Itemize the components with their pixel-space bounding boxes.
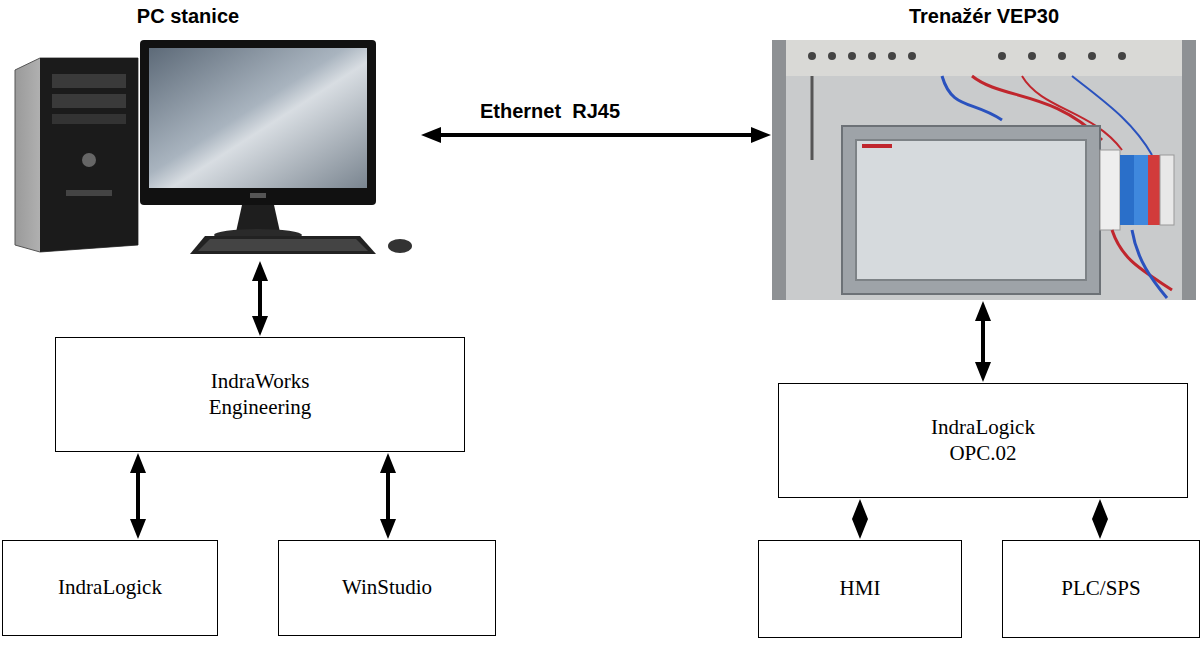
double-arrow: [1098, 506, 1102, 532]
trainer-photo: [772, 40, 1196, 300]
double-arrow: [386, 460, 390, 532]
double-arrow: [858, 506, 862, 532]
box-label: IndraLogick OPC.02: [913, 415, 1053, 465]
double-arrow: [981, 308, 985, 375]
component-box: HMI: [758, 540, 962, 638]
link-label: Ethernet RJ45: [476, 100, 624, 123]
software-box: IndraLogick OPC.02: [778, 383, 1188, 498]
component-box: PLC/SPS: [1002, 540, 1200, 638]
box-label: WinStudio: [342, 575, 432, 600]
software-box: IndraWorks Engineering: [55, 337, 465, 452]
double-arrow: [428, 133, 764, 137]
software-box: IndraLogick: [2, 540, 218, 636]
double-arrow: [136, 460, 140, 532]
double-arrow: [258, 268, 262, 329]
box-label: PLC/SPS: [1061, 576, 1140, 601]
trainer-node: Trenažér VEP30: [772, 4, 1196, 300]
computer-illustration: [10, 40, 420, 260]
box-label: HMI: [840, 576, 881, 601]
box-label: IndraWorks Engineering: [180, 369, 340, 419]
software-box: WinStudio: [278, 540, 496, 636]
station-heading: PC stanice: [137, 4, 239, 28]
station-heading: Trenažér VEP30: [909, 4, 1059, 28]
computer-node: PC stanice: [10, 4, 420, 260]
box-label: IndraLogick: [58, 575, 162, 600]
